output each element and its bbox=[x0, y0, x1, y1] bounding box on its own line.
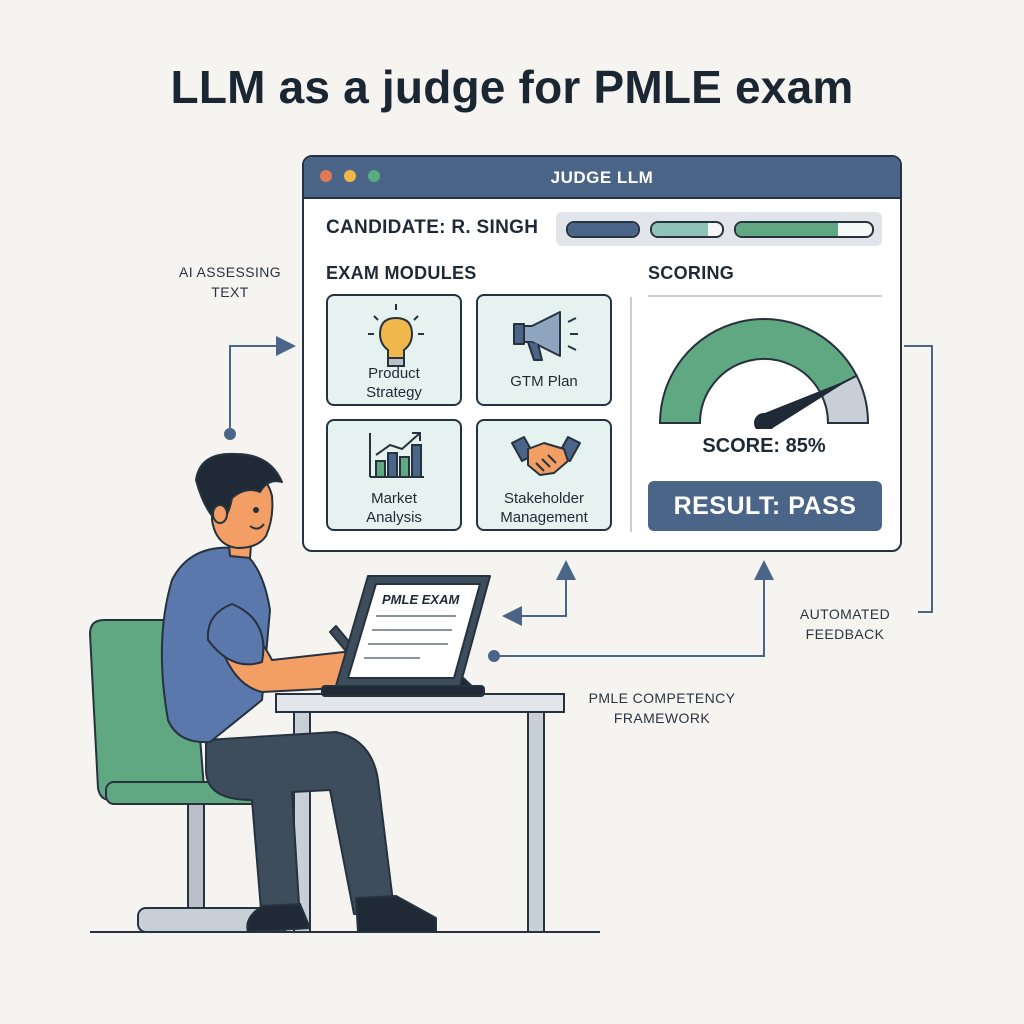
score-value: SCORE: 85% bbox=[702, 435, 826, 457]
gauge-needle bbox=[759, 378, 852, 429]
minimize-window-button[interactable] bbox=[344, 170, 356, 182]
judge-llm-window: JUDGE LLM CANDIDATE: R. SINGH EXAM MODUL… bbox=[302, 155, 902, 552]
module-market-analysis[interactable]: Market Analysis bbox=[326, 419, 462, 531]
lightbulb-icon bbox=[368, 304, 424, 367]
close-window-button[interactable] bbox=[320, 170, 332, 182]
progress-fill-2 bbox=[652, 223, 708, 236]
desk bbox=[275, 693, 565, 933]
tablet bbox=[321, 575, 491, 697]
progress-fill-3 bbox=[736, 223, 838, 236]
person bbox=[160, 452, 437, 933]
module-product-strategy[interactable]: Product Strategy bbox=[326, 294, 462, 406]
gauge-hub bbox=[754, 413, 774, 429]
progress-bar-2 bbox=[650, 221, 724, 238]
window-title: JUDGE LLM bbox=[550, 168, 654, 187]
candidate-name: CANDIDATE: R. SINGH bbox=[326, 217, 539, 238]
progress-bar-3 bbox=[734, 221, 874, 238]
module-stakeholder-management[interactable]: Stakeholder Management bbox=[476, 419, 612, 531]
progress-bars bbox=[556, 212, 882, 246]
exam-modules-heading: EXAM MODULES bbox=[326, 263, 477, 283]
scoring-heading: SCORING bbox=[648, 263, 735, 283]
module-label: GTM Plan bbox=[510, 373, 578, 390]
connector-lines bbox=[224, 336, 933, 662]
ai-assessing-label: AI ASSESSING TEXT bbox=[178, 264, 282, 300]
module-label: Stakeholder Management bbox=[500, 490, 588, 526]
automated-feedback-label: AUTOMATED FEEDBACK bbox=[799, 606, 891, 642]
page-title: LLM as a judge for PMLE exam bbox=[170, 61, 854, 113]
competency-framework-label: PMLE COMPETENCY FRAMEWORK bbox=[588, 690, 736, 726]
module-label: Product Strategy bbox=[366, 365, 422, 401]
tablet-doc-title: PMLE EXAM bbox=[382, 592, 460, 607]
maximize-window-button[interactable] bbox=[368, 170, 380, 182]
score-gauge bbox=[658, 318, 870, 429]
panel-divider bbox=[630, 297, 632, 532]
megaphone-icon bbox=[513, 311, 578, 361]
bar-chart-icon bbox=[369, 432, 424, 478]
window-titlebar: JUDGE LLM bbox=[304, 157, 900, 199]
gauge-filled-arc bbox=[658, 318, 859, 424]
progress-fill-1 bbox=[568, 223, 638, 236]
progress-bar-1 bbox=[566, 221, 640, 238]
handshake-icon bbox=[511, 436, 581, 476]
gauge-remaining-arc bbox=[819, 374, 870, 424]
module-gtm-plan[interactable]: GTM Plan bbox=[476, 294, 612, 406]
module-label: Market Analysis bbox=[366, 490, 422, 526]
scoring-divider bbox=[648, 295, 882, 297]
result-badge: RESULT: PASS bbox=[648, 481, 882, 531]
